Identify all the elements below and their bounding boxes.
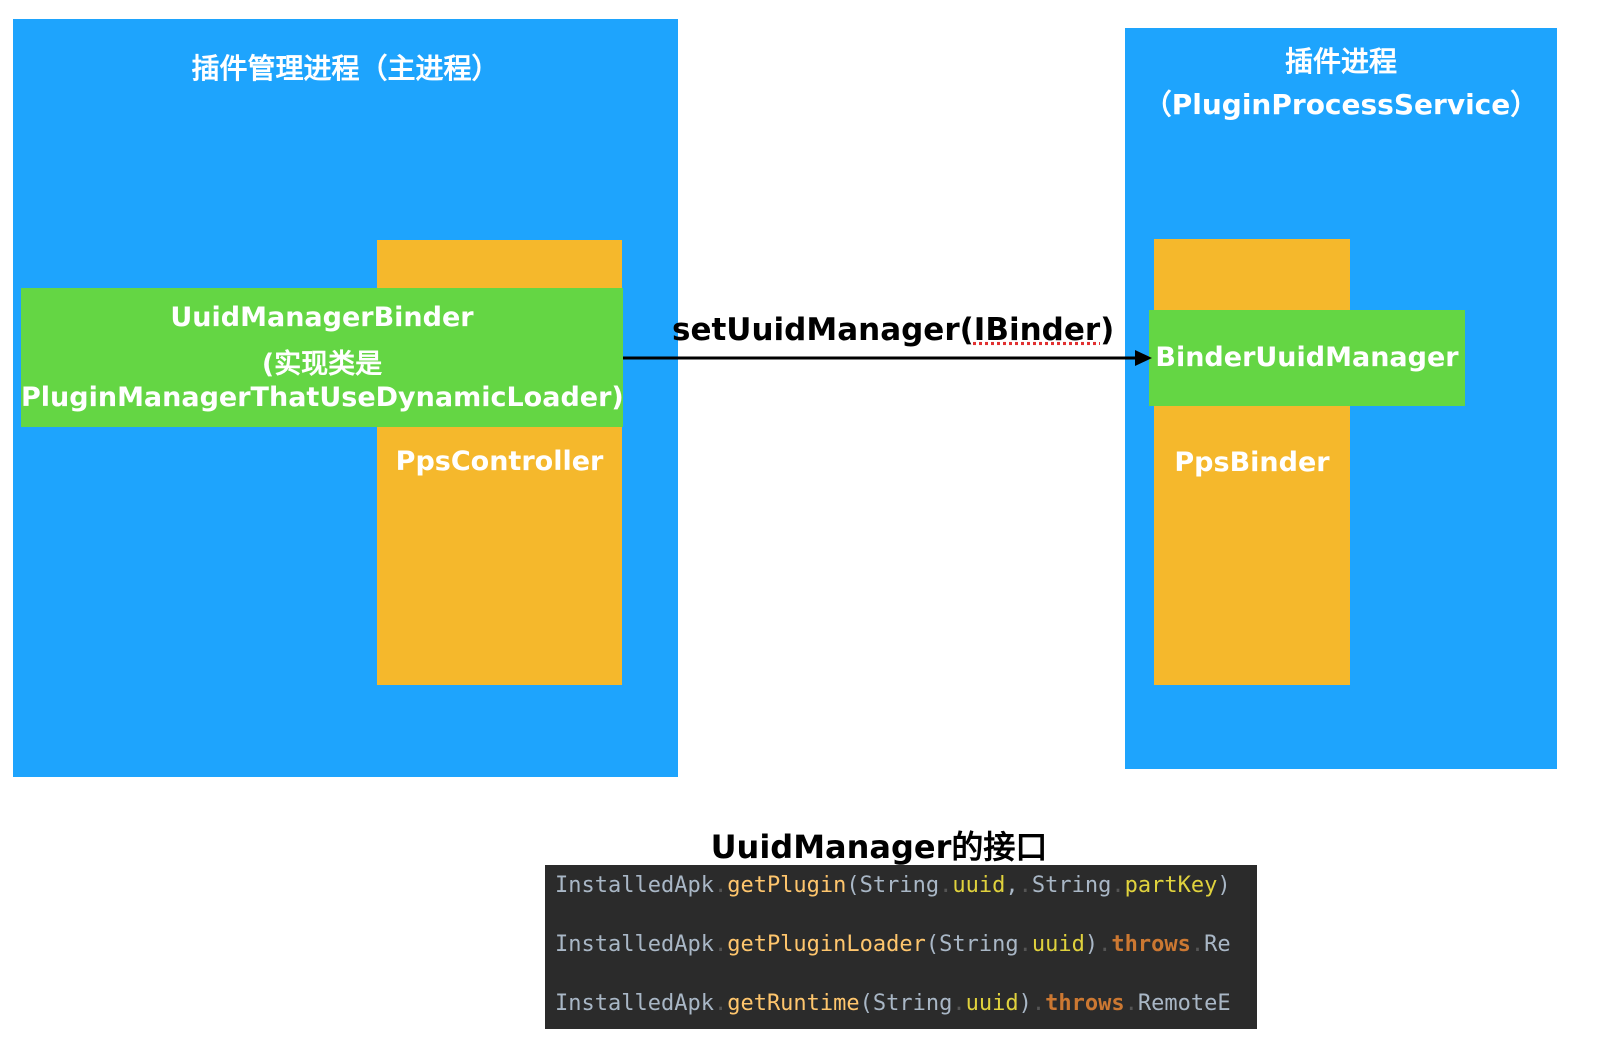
whitespace-dot: . xyxy=(713,873,728,898)
plugin-process-title-line1: 插件进程 xyxy=(1284,45,1397,78)
code-line: InstalledApk.getPlugin(String.uuid,.Stri… xyxy=(555,873,1231,898)
code-token: RemoteE xyxy=(1137,991,1231,1016)
whitespace-dot: . xyxy=(1190,932,1205,957)
arrow-label-prefix: setUuidManager( xyxy=(672,312,974,348)
whitespace-dot: . xyxy=(713,932,728,957)
code-token: ) xyxy=(1084,932,1099,957)
whitespace-dot: . xyxy=(1018,873,1032,898)
code-token: (String xyxy=(846,873,940,898)
arrow-label-arg: IBinder xyxy=(973,312,1101,348)
code-token: (String xyxy=(859,991,953,1016)
code-panel: InstalledApk.getPlugin(String.uuid,.Stri… xyxy=(545,865,1257,1029)
code-token: getPlugin xyxy=(727,873,847,898)
uuid-manager-binder-label-line3: PluginManagerThatUseDynamicLoader) xyxy=(21,382,624,413)
whitespace-dot: . xyxy=(1018,932,1032,957)
whitespace-dot: . xyxy=(1031,991,1046,1016)
code-token: ) xyxy=(1217,873,1231,898)
whitespace-dot: . xyxy=(939,873,953,898)
arrow-label: setUuidManager(IBinder) xyxy=(672,312,1114,348)
code-token: uuid xyxy=(965,991,1019,1016)
code-token: String xyxy=(1031,873,1112,898)
code-token: uuid xyxy=(1031,932,1085,957)
arrow-head-icon xyxy=(1135,350,1152,366)
code-token: InstalledApk xyxy=(555,991,714,1016)
pps-binder-label: PpsBinder xyxy=(1174,447,1330,478)
code-token: throws xyxy=(1045,991,1125,1016)
code-panel-title: UuidManager的接口 xyxy=(710,828,1048,866)
plugin-process-title-line2: （PluginProcessService） xyxy=(1143,88,1539,121)
code-token: getRuntime xyxy=(727,991,860,1016)
binder-uuid-manager-label: BinderUuidManager xyxy=(1155,342,1459,373)
whitespace-dot: . xyxy=(952,991,966,1016)
code-token: getPluginLoader xyxy=(727,932,926,957)
code-token: InstalledApk xyxy=(555,873,714,898)
whitespace-dot: . xyxy=(1098,932,1112,957)
code-token: ) xyxy=(1018,991,1032,1016)
code-token: partKey xyxy=(1124,873,1218,898)
whitespace-dot: . xyxy=(713,991,728,1016)
whitespace-dot: . xyxy=(1124,991,1138,1016)
code-token: uuid xyxy=(952,873,1006,898)
uuid-manager-binder-label-line1: UuidManagerBinder xyxy=(170,302,474,333)
code-line: InstalledApk.getRuntime(String.uuid).thr… xyxy=(555,991,1231,1016)
pps-controller-label: PpsController xyxy=(395,446,604,477)
binder-uuid-manager-box: BinderUuidManager xyxy=(1149,310,1465,406)
arrow-label-suffix: ) xyxy=(1100,312,1115,348)
code-token: Re xyxy=(1204,932,1231,957)
uuid-manager-binder-box: UuidManagerBinder (实现类是 PluginManagerTha… xyxy=(21,288,624,427)
uuid-manager-binder-label-line2: (实现类是 xyxy=(261,349,383,380)
code-line: InstalledApk.getPluginLoader(String.uuid… xyxy=(555,932,1231,957)
code-token: throws xyxy=(1111,932,1191,957)
whitespace-dot: . xyxy=(1111,873,1125,898)
code-token: InstalledApk xyxy=(555,932,714,957)
code-token: (String xyxy=(925,932,1019,957)
plugin-manager-process-title: 插件管理进程（主进程） xyxy=(191,52,500,85)
code-token: , xyxy=(1005,873,1019,898)
